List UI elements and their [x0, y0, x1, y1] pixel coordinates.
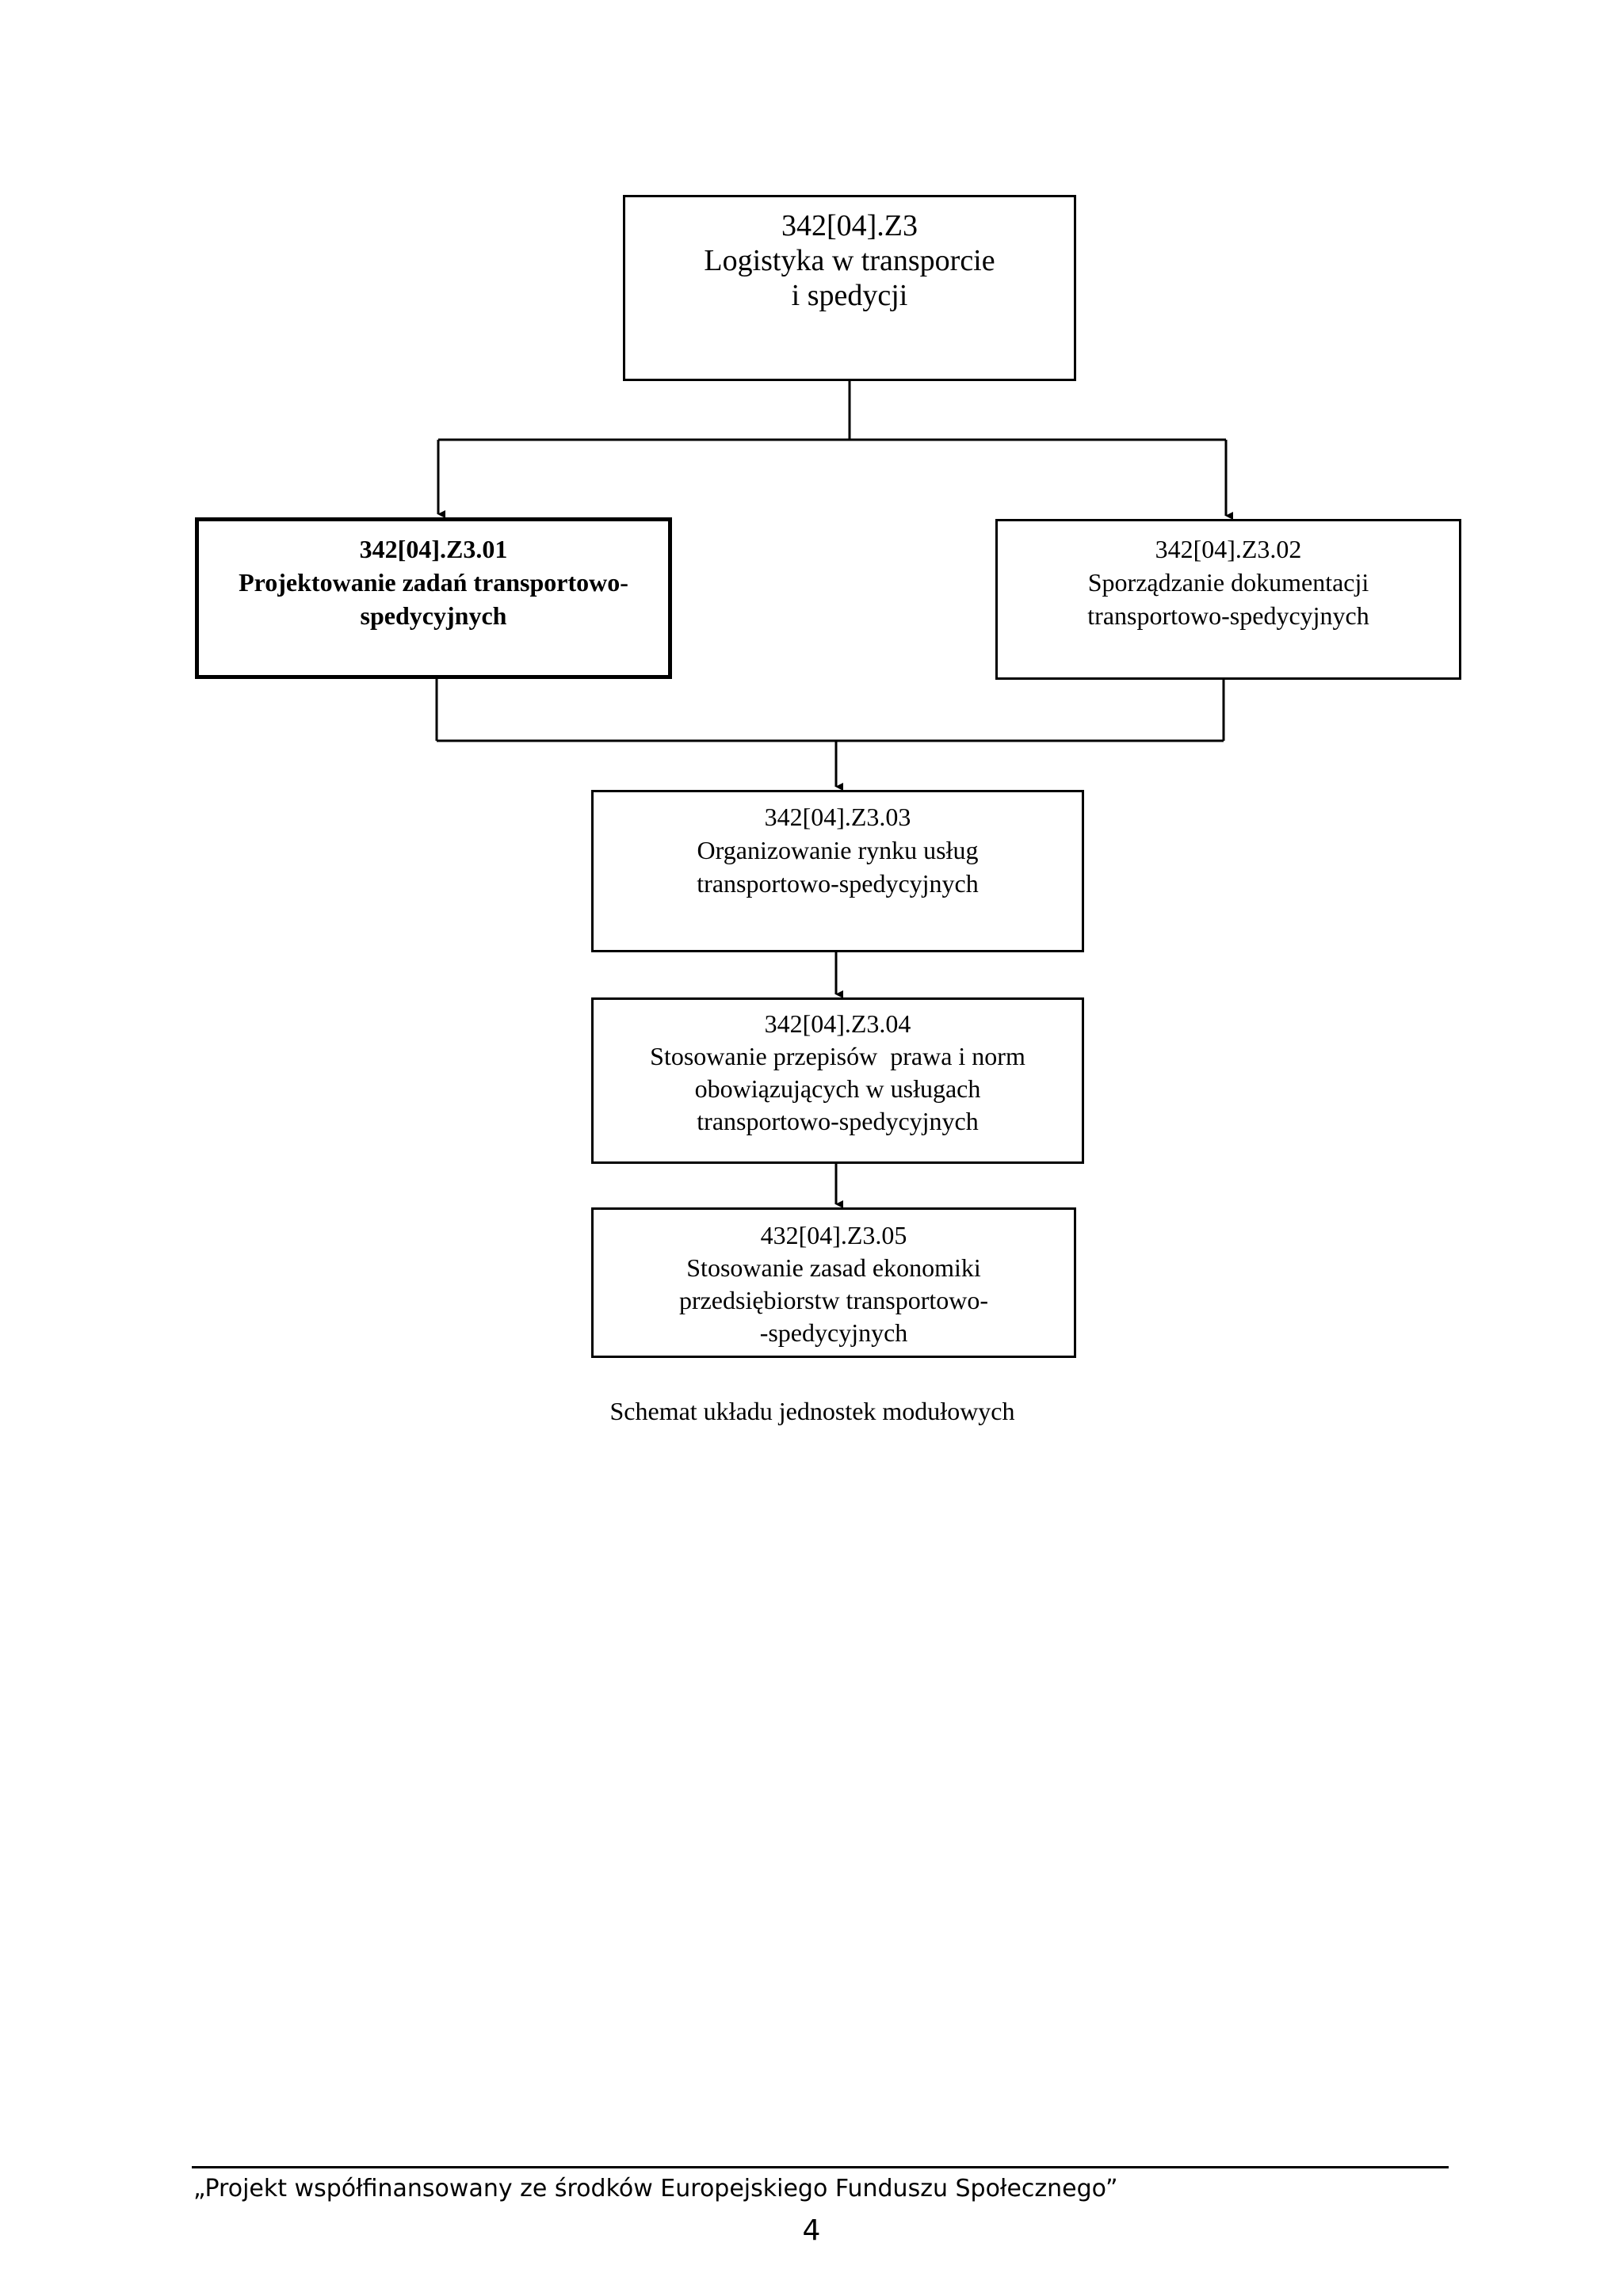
unit-title-line: transportowo-spedycyjnych — [697, 869, 979, 898]
unit-box-05: 432[04].Z3.05 Stosowanie zasad ekonomiki… — [591, 1207, 1076, 1358]
unit-title-line: Organizowanie rynku usług — [697, 836, 979, 864]
unit-title-line: Stosowanie przepisów prawa i norm — [650, 1042, 1025, 1070]
module-box-main: 342[04].Z3 Logistyka w transporcie i spe… — [623, 195, 1076, 381]
unit-box-04: 342[04].Z3.04 Stosowanie przepisów prawa… — [591, 997, 1084, 1164]
unit-code: 342[04].Z3.01 — [359, 535, 508, 563]
module-title-line: i spedycji — [791, 279, 908, 312]
unit-code: 342[04].Z3.03 — [764, 803, 911, 831]
diagram-caption: Schemat układu jednostek modułowych — [609, 1397, 1015, 1425]
unit-box-03: 342[04].Z3.03 Organizowanie rynku usług … — [591, 790, 1084, 952]
unit-title-line: Sporządzanie dokumentacji — [1087, 568, 1369, 597]
unit-title-line: spedycyjnych — [360, 601, 507, 630]
unit-title-line: Projektowanie zadań transportowo- — [239, 568, 628, 597]
unit-box-01: 342[04].Z3.01 Projektowanie zadań transp… — [195, 517, 672, 679]
module-code: 342[04].Z3 — [781, 209, 918, 242]
unit-title-line: obowiązujących w usługach — [694, 1074, 981, 1103]
unit-box-02: 342[04].Z3.02 Sporządzanie dokumentacji … — [995, 519, 1461, 680]
unit-code: 342[04].Z3.02 — [1155, 535, 1302, 563]
unit-title-line: -spedycyjnych — [759, 1318, 908, 1347]
unit-code: 342[04].Z3.04 — [764, 1009, 911, 1038]
page-number: 4 — [802, 2214, 821, 2247]
module-title-line: Logistyka w transporcie — [704, 244, 995, 277]
unit-title-line: Stosowanie zasad ekonomiki — [686, 1253, 981, 1282]
unit-code: 432[04].Z3.05 — [760, 1221, 907, 1249]
footer-text: „Projekt współfinansowany ze środków Eur… — [193, 2175, 1118, 2203]
footer-divider — [192, 2166, 1449, 2168]
unit-title-line: transportowo-spedycyjnych — [697, 1107, 979, 1135]
unit-title-line: transportowo-spedycyjnych — [1087, 601, 1369, 630]
unit-title-line: przedsiębiorstw transportowo- — [678, 1286, 989, 1314]
